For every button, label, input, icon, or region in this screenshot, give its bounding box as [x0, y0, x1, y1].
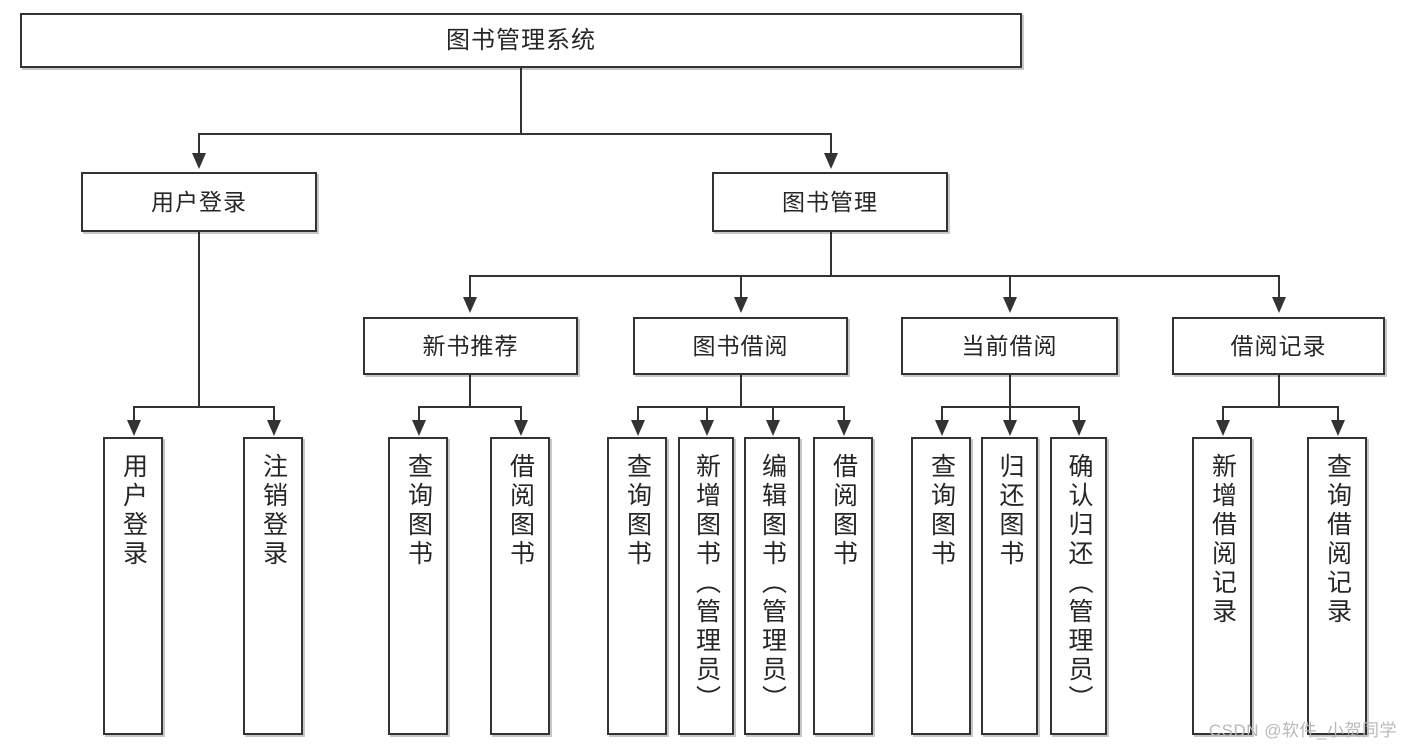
node-label: 当前借阅: [961, 332, 1058, 359]
node-label: 查询图书: [927, 453, 956, 569]
arrowhead-current-borrow: [1003, 297, 1017, 313]
arrowhead-leaf-add-book-admin: [700, 420, 714, 436]
leaf-edit-book-admin[interactable]: 编辑图书（管理员）: [744, 437, 800, 735]
connector-borrow-record-bus: [1222, 406, 1337, 408]
connector-user-login-bus: [133, 406, 275, 408]
node-book-borrow[interactable]: 图书借阅: [633, 317, 848, 375]
arrowhead-leaf-logout-login: [267, 420, 281, 436]
arrowhead-book-borrow: [734, 297, 748, 313]
node-user-login[interactable]: 用户登录: [81, 172, 317, 232]
leaf-add-borrow-record[interactable]: 新增借阅记录: [1192, 437, 1252, 735]
leaf-add-book-admin[interactable]: 新增图书（管理员）: [678, 437, 734, 735]
connector-book-manage-stem: [830, 232, 832, 276]
connector-drop-leaf-query-borrow-record: [1337, 406, 1339, 422]
leaf-borrow-book-1[interactable]: 借阅图书: [490, 437, 550, 735]
arrowhead-borrow-record: [1272, 297, 1286, 313]
connector-root-stem: [520, 68, 522, 133]
node-label: 查询图书: [623, 453, 652, 569]
node-label: 借阅图书: [506, 453, 535, 569]
arrowhead-leaf-query-book-1: [412, 420, 426, 436]
arrowhead-leaf-add-borrow-record: [1216, 420, 1230, 436]
node-book-management[interactable]: 图书管理: [712, 172, 948, 232]
node-label: 用户登录: [151, 188, 247, 215]
node-borrow-record[interactable]: 借阅记录: [1172, 317, 1385, 375]
connector-root-drop-book-manage: [830, 133, 832, 155]
node-label: 借阅记录: [1230, 332, 1327, 359]
leaf-borrow-book-2[interactable]: 借阅图书: [813, 437, 873, 735]
connector-book-borrow-stem: [740, 375, 742, 407]
connector-drop-leaf-borrow-book-2: [843, 406, 845, 422]
arrowhead-user-login: [192, 153, 206, 169]
node-current-borrow[interactable]: 当前借阅: [901, 317, 1118, 375]
leaf-query-book-1[interactable]: 查询图书: [388, 437, 448, 735]
arrowhead-leaf-edit-book-admin: [766, 420, 780, 436]
node-label: 图书管理系统: [446, 26, 596, 54]
node-label: 归还图书: [996, 453, 1024, 569]
connector-borrow-record-stem: [1278, 375, 1280, 407]
arrowhead-leaf-query-book-3: [935, 420, 949, 436]
connector-new-book-recommend-stem: [469, 375, 471, 407]
node-label: 注销登录: [259, 453, 288, 569]
connector-book-borrow-bus: [637, 406, 844, 408]
leaf-query-book-2[interactable]: 查询图书: [607, 437, 667, 735]
node-label: 编辑图书（管理员）: [758, 453, 787, 714]
connector-drop-book-borrow: [740, 275, 742, 299]
connector-level3-bus: [469, 275, 1280, 277]
arrowhead-leaf-user-login: [127, 420, 141, 436]
node-label: 新增图书（管理员）: [692, 453, 721, 714]
node-root-book-management-system[interactable]: 图书管理系统: [20, 13, 1022, 68]
arrowhead-new-book-recommend: [463, 297, 477, 313]
node-label: 查询图书: [404, 453, 433, 569]
leaf-query-borrow-record[interactable]: 查询借阅记录: [1307, 437, 1367, 735]
connector-current-borrow-stem: [1009, 375, 1011, 407]
connector-drop-borrow-record: [1278, 275, 1280, 299]
node-label: 用户登录: [119, 453, 148, 569]
node-label: 确认归还（管理员）: [1065, 453, 1093, 714]
connector-user-login-stem: [198, 232, 200, 407]
connector-drop-leaf-query-book-1: [418, 406, 420, 422]
node-label: 借阅图书: [829, 453, 858, 569]
arrowhead-leaf-borrow-book-1: [514, 420, 528, 436]
connector-drop-leaf-edit-book-admin: [772, 406, 774, 422]
connector-new-book-recommend-bus: [418, 406, 522, 408]
leaf-logout-login[interactable]: 注销登录: [243, 437, 303, 735]
arrowhead-leaf-return-book: [1003, 420, 1017, 436]
node-label: 查询借阅记录: [1323, 453, 1352, 627]
connector-drop-leaf-query-book-3: [941, 406, 943, 422]
node-label: 新增借阅记录: [1208, 453, 1237, 627]
node-new-book-recommend[interactable]: 新书推荐: [363, 317, 578, 375]
connector-drop-leaf-add-borrow-record: [1222, 406, 1224, 422]
connector-drop-leaf-add-book-admin: [706, 406, 708, 422]
node-label: 新书推荐: [422, 332, 519, 359]
connector-drop-leaf-logout-login: [273, 406, 275, 422]
connector-drop-current-borrow: [1009, 275, 1011, 299]
connector-drop-leaf-user-login: [133, 406, 135, 422]
leaf-user-login[interactable]: 用户登录: [103, 437, 163, 735]
arrowhead-book-manage: [824, 153, 838, 169]
arrowhead-leaf-confirm-return-admin: [1072, 420, 1086, 436]
connector-drop-leaf-confirm-return-admin: [1078, 406, 1080, 422]
node-label: 图书管理: [782, 188, 878, 215]
connector-drop-leaf-return-book: [1009, 406, 1011, 422]
arrowhead-leaf-query-book-2: [631, 420, 645, 436]
connector-drop-leaf-borrow-book-1: [520, 406, 522, 422]
arrowhead-leaf-query-borrow-record: [1331, 420, 1345, 436]
connector-root-bus: [198, 133, 832, 135]
connector-drop-new-book-recommend: [469, 275, 471, 299]
connector-root-drop-user-login: [198, 133, 200, 155]
leaf-confirm-return-admin[interactable]: 确认归还（管理员）: [1050, 437, 1107, 735]
arrowhead-leaf-borrow-book-2: [837, 420, 851, 436]
leaf-query-book-3[interactable]: 查询图书: [911, 437, 971, 735]
connector-drop-leaf-query-book-2: [637, 406, 639, 422]
leaf-return-book[interactable]: 归还图书: [981, 437, 1038, 735]
node-label: 图书借阅: [692, 332, 789, 359]
